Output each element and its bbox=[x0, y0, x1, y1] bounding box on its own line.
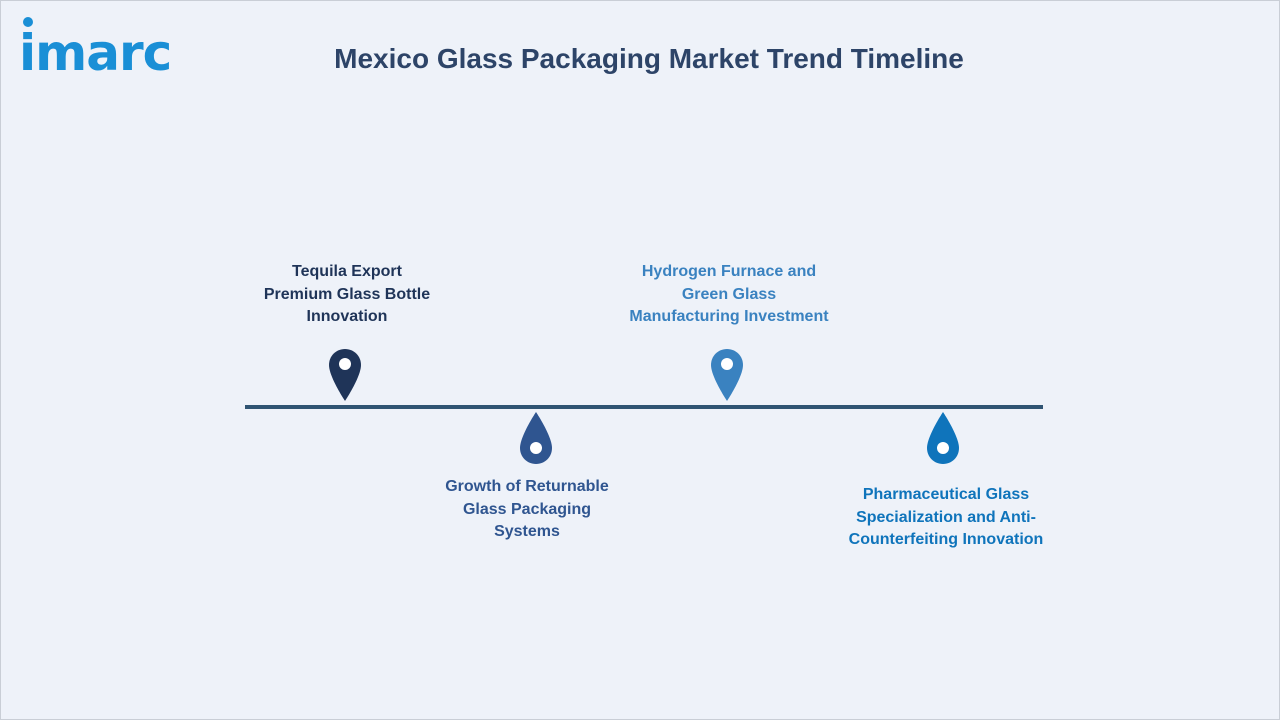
logo-dot bbox=[23, 17, 33, 27]
milestone-label-2: Growth of Returnable Glass Packaging Sys… bbox=[445, 478, 609, 540]
milestone-label-4: Pharmaceutical Glass Specialization and … bbox=[848, 486, 1044, 548]
map-pin-icon bbox=[711, 349, 743, 401]
logo-text: imarc bbox=[19, 24, 172, 82]
timeline-axis bbox=[245, 405, 1043, 409]
milestone-label-3: Hydrogen Furnace and Green Glass Manufac… bbox=[629, 263, 829, 325]
map-pin-icon bbox=[927, 412, 959, 464]
milestone-label-1: Tequila Export Premium Glass Bottle Inno… bbox=[263, 263, 431, 325]
map-pin-icon bbox=[329, 349, 361, 401]
imarc-logo: imarc bbox=[19, 15, 209, 83]
page-title: Mexico Glass Packaging Market Trend Time… bbox=[334, 43, 964, 74]
map-pin-icon bbox=[520, 412, 552, 464]
